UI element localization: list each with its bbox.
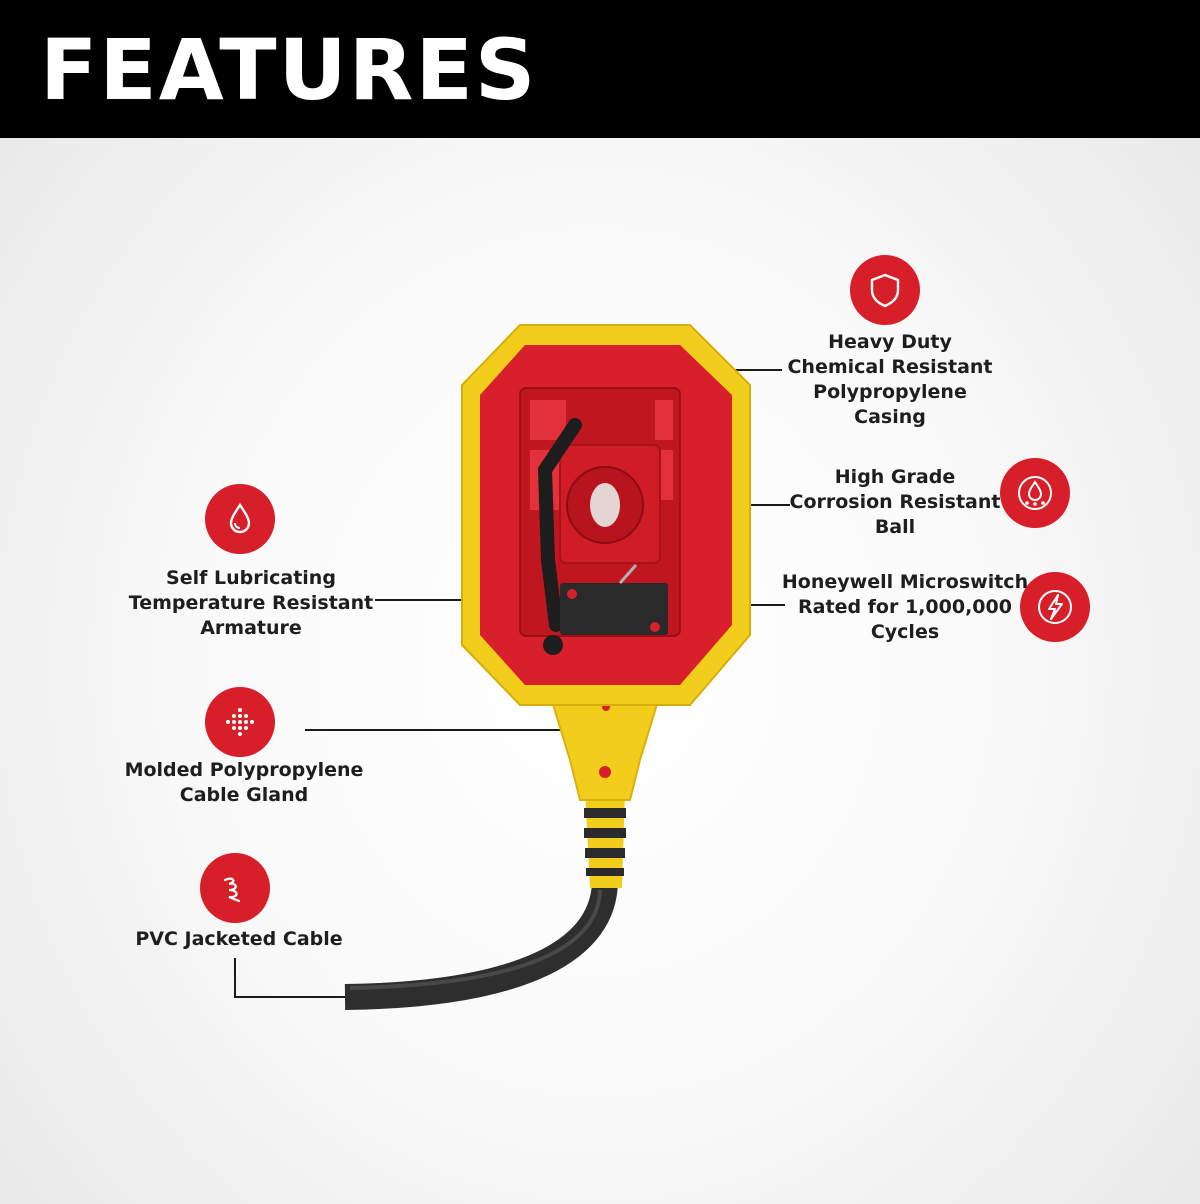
- coiled-cable-icon: [223, 877, 241, 903]
- gland-label: Molded Polypropylene Cable Gland: [124, 759, 364, 806]
- shield-icon: [870, 273, 900, 308]
- pvc-cable: [344, 879, 618, 1010]
- microswitch: [560, 564, 668, 635]
- ball-badge: [1000, 458, 1070, 528]
- water-drop-icon: [229, 502, 251, 534]
- armature: [537, 418, 582, 632]
- strain-relief: [584, 790, 626, 888]
- cable-label: PVC Jacketed Cable: [135, 928, 343, 950]
- casing-badge: [850, 255, 920, 325]
- dot-pattern-icon: [226, 708, 254, 736]
- lightning-bolt-icon: [1038, 590, 1072, 624]
- casing-label: Heavy Duty Chemical Resistant Polypropyl…: [787, 331, 993, 428]
- header-bar: FEATURES: [0, 0, 1200, 138]
- ball-label: High Grade Corrosion Resistant Ball: [789, 466, 1001, 538]
- microswitch-badge: [1020, 572, 1090, 642]
- armature-badge: [205, 484, 275, 554]
- armature-label: Self Lubricating Temperature Resistant A…: [128, 567, 374, 639]
- water-drop-bubbles-icon: [1018, 476, 1052, 510]
- page-title: FEATURES: [40, 21, 538, 119]
- microswitch-label: Honeywell Microswitch Rated for 1,000,00…: [781, 571, 1029, 643]
- cable-badge: [200, 853, 270, 923]
- gland-badge: [205, 687, 275, 757]
